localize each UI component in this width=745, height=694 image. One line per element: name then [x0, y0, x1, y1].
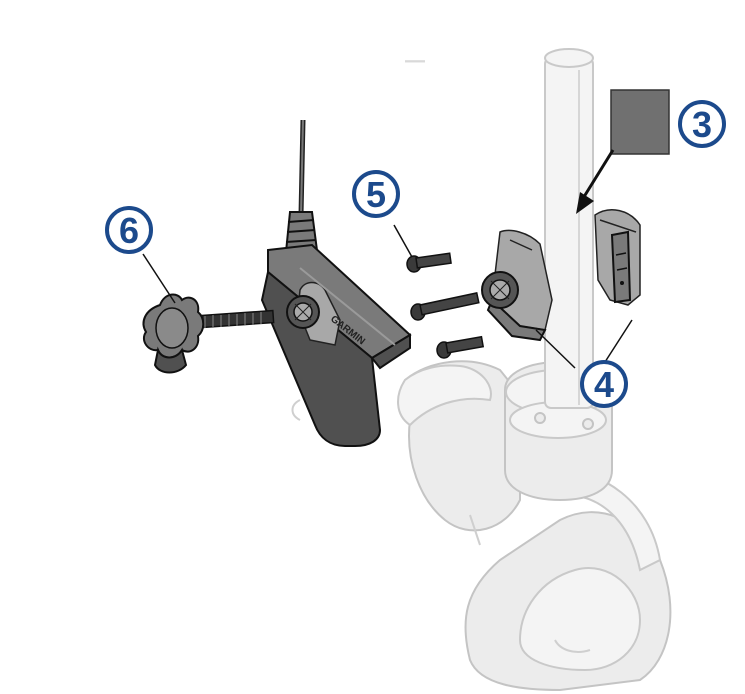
thumb-knob — [142, 293, 275, 374]
screw-1 — [406, 252, 452, 273]
pointer-swatch — [610, 89, 670, 155]
screws — [406, 252, 485, 359]
leader-5 — [393, 224, 413, 258]
leader-4a — [535, 329, 576, 369]
part-3-pointer — [576, 89, 670, 214]
leader-4b — [604, 319, 633, 363]
screw-3 — [436, 335, 485, 359]
transducer: GARMIN — [260, 119, 412, 447]
leader-lines — [142, 224, 633, 369]
callout-3: 3 — [678, 100, 726, 148]
callout-4-label: 4 — [594, 364, 614, 405]
clamp-bracket-back — [594, 209, 641, 306]
callout-5-label: 5 — [366, 174, 386, 215]
callout-6-label: 6 — [119, 210, 139, 251]
leader-6 — [142, 253, 176, 304]
clamp-bracket-front — [481, 229, 553, 342]
callout-6: 6 — [105, 206, 153, 254]
callout-3-label: 3 — [692, 104, 712, 145]
callout-4: 4 — [580, 360, 628, 408]
callout-5: 5 — [352, 170, 400, 218]
screw-2 — [410, 292, 480, 321]
arrow-head-icon — [576, 192, 594, 214]
